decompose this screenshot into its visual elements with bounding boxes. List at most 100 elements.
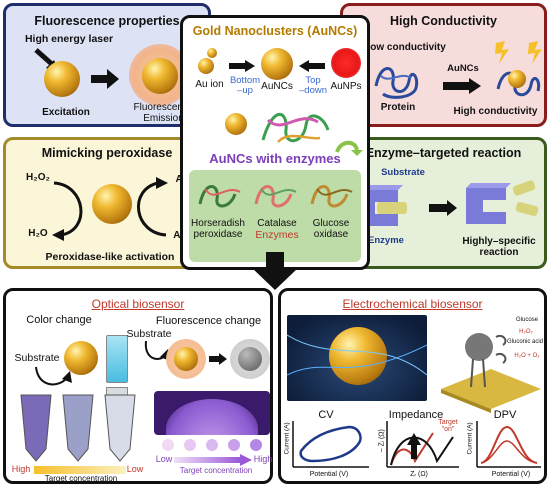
catalase-icon [254, 185, 297, 208]
fluor-arrow [209, 353, 227, 365]
dpv-label: DPV [493, 409, 517, 421]
aunc-optical [64, 341, 98, 375]
bottom-up-label: Bottom –up [229, 75, 261, 96]
cv-plot [292, 421, 369, 468]
color-change-label: Color change [26, 314, 92, 326]
h2o2-electro-label: H₂O₂ [519, 329, 533, 335]
horseradish-peroxidase-icon [198, 185, 241, 208]
aunc-small [225, 113, 247, 135]
blue-tube [106, 335, 128, 383]
potential-label-2: Potential (V) [491, 471, 531, 478]
enzymes-label: Enzymes [255, 229, 299, 241]
conductivity-panel: High Conductivity Low conductivity Prote… [340, 3, 547, 127]
potential-label-1: Potential (V) [309, 471, 349, 478]
h2o-label: H₂O [28, 228, 48, 239]
enzyme-ribbon [261, 112, 330, 143]
catalase-label: Catalase [257, 218, 297, 229]
aunc-render [287, 315, 427, 401]
auncs-label: AuNCs [261, 81, 293, 92]
low-label-2: Low [155, 454, 173, 464]
enzyme-box [189, 170, 361, 262]
low-conductivity-label: Low conductivity [364, 42, 446, 53]
target-label-1: Target concentration [44, 474, 118, 483]
fluor-plate [154, 391, 270, 435]
glucose-oxidase-icon [310, 185, 353, 208]
loop-arrow [335, 140, 363, 156]
zr-label: Zᵣ (Ω) [410, 471, 428, 478]
optical-title: Optical biosensor [91, 297, 185, 311]
h2o2-label: H₂O₂ [26, 172, 50, 183]
peroxidase-title: Mimicking peroxidase [41, 146, 173, 160]
high-label-1: High [11, 464, 31, 474]
au-ion-2 [207, 48, 217, 58]
glucose-oxidase-label: Glucose oxidase [312, 218, 350, 240]
gradient-arrow-2 [174, 454, 252, 466]
optical-panel: Optical biosensor Color change Fluoresce… [3, 288, 273, 484]
current-label-2: Current (A) [466, 422, 474, 455]
enzyme-label: Enzyme [368, 235, 404, 246]
fluorescence-panel: Fluorescence properties High energy lase… [3, 3, 211, 127]
low-label-1: Low [126, 464, 144, 474]
auncs-arrow-label: AuNCs [447, 63, 479, 74]
aunc-excitation [44, 61, 80, 97]
aunc-fluor [174, 347, 198, 371]
aunps-sphere [331, 48, 361, 78]
excitation-label: Excitation [42, 107, 90, 118]
fluor-dots [154, 437, 270, 453]
gradient-bar-1 [34, 466, 126, 474]
substrate-label-2: Substrate [126, 328, 172, 340]
dpv-plot [476, 421, 541, 468]
conductivity-arrow [443, 78, 481, 94]
target-on-label: Target "on" [438, 419, 458, 434]
center-panel: Gold Nanoclusters (AuNCs) Au ion Bottom … [180, 15, 370, 270]
activation-label: Peroxidase-like activation [45, 251, 175, 263]
electro-panel: Electrochemical biosensor Glucose H₂O₂ G… [278, 288, 547, 484]
center-title: Gold Nanoclusters (AuNCs) [192, 24, 358, 38]
reaction-arrow [429, 200, 457, 216]
conductivity-title: High Conductivity [390, 14, 497, 28]
high-conductivity-label: High conductivity [453, 106, 538, 117]
with-enzymes-label: AuNCs with enzymes [209, 151, 341, 166]
target-label-2: Target concentration [179, 466, 253, 475]
electro-title: Electrochemical biosensor [342, 297, 483, 311]
electrode-icon [441, 333, 541, 413]
fluorescence-arrow [91, 69, 119, 89]
fluorescence-title: Fluorescence properties [34, 14, 180, 28]
cuvettes [20, 394, 136, 462]
bottom-up-arrow [229, 60, 255, 72]
gluconic-label: Gluconic acid [506, 339, 544, 345]
fluor-change-label: Fluorescence change [155, 315, 262, 327]
aunc-on-protein [508, 70, 526, 88]
aunc-quenched [238, 347, 262, 371]
glucose-label: Glucose [515, 317, 538, 323]
protein-label: Protein [380, 102, 416, 113]
substrate-label-1: Substrate [14, 352, 60, 364]
aunc-peroxidase [92, 184, 132, 224]
lightning-icon [495, 41, 542, 64]
impedance-label: Impedance [388, 409, 444, 421]
enzyme-reaction-title: Enzyme–targeted reaction [365, 146, 522, 160]
highly-specific-label: Highly–specific reaction [462, 236, 536, 258]
zi-label: – Zᵢ (Ω) [378, 429, 386, 453]
au-ion [198, 58, 214, 74]
horseradish-label: Horseradish peroxidase [191, 218, 245, 240]
top-down-arrow [299, 60, 325, 72]
current-label-1: Current (A) [283, 422, 291, 455]
enzyme-product-icon [466, 180, 539, 224]
emission-label: Fluorescence Emission [133, 102, 194, 124]
substrate-arrow-1 [35, 366, 72, 386]
substrate-label: Substrate [381, 167, 425, 178]
enzyme-reaction-panel: Enzyme–targeted reaction Substrate Enzym… [340, 137, 547, 269]
impedance-plot [386, 421, 459, 468]
auncs-cluster [261, 48, 293, 80]
protein-icon [374, 67, 419, 99]
laser-label: High energy laser [24, 33, 114, 45]
cv-label: CV [318, 409, 334, 421]
peroxidase-arrows [52, 177, 168, 241]
products-label: H₂O + O₂ [514, 353, 540, 359]
aunps-label: AuNPs [330, 81, 362, 92]
high-label-2: High [253, 454, 273, 464]
aunc-emission [142, 58, 178, 94]
top-down-label: Top –down [299, 75, 327, 96]
au-ion-label: Au ion [195, 79, 224, 90]
